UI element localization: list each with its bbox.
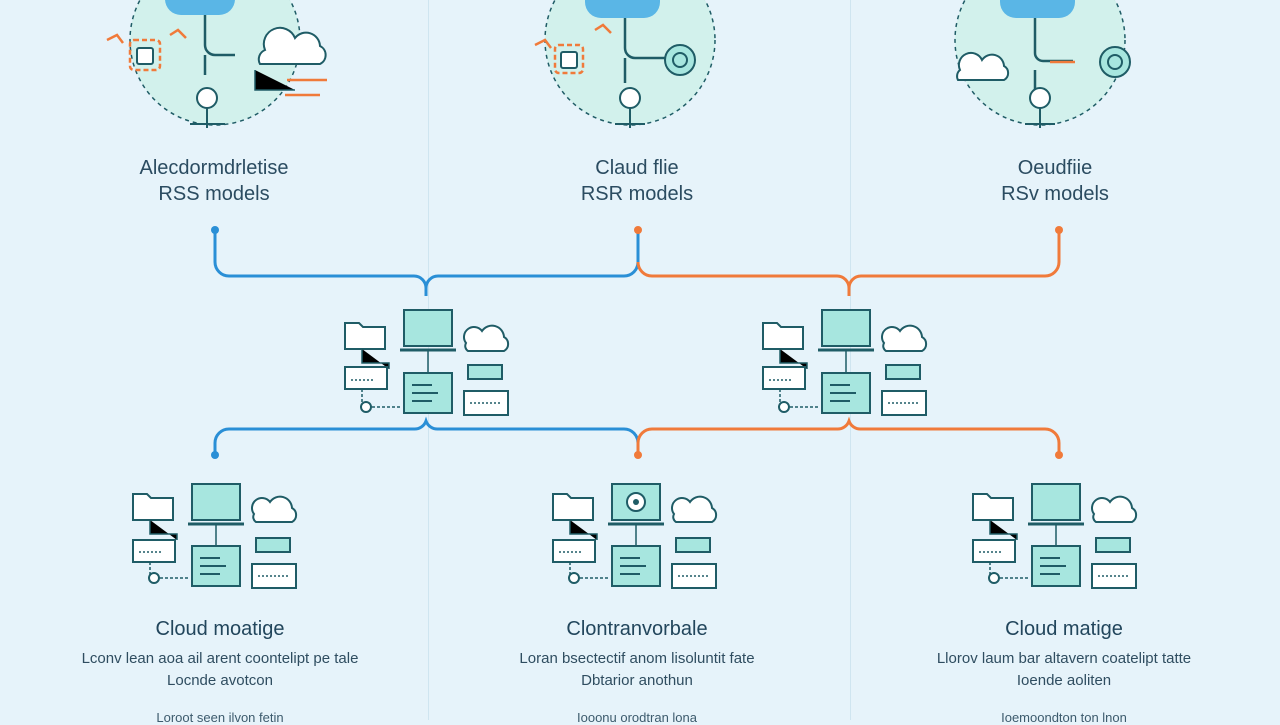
node-icon	[360, 401, 372, 413]
globe-network-icon	[106, 0, 327, 128]
card-description: Lconv lean aoa ail arent coontelipt pe t…	[40, 648, 400, 692]
folder-icon	[344, 322, 386, 350]
card-footer: Ioemoondton ton lnon	[1001, 710, 1127, 725]
server-icon	[403, 372, 453, 414]
folder-icon	[552, 493, 594, 521]
card-footer: Iooonu orodtran lona	[577, 710, 697, 725]
top-model-heading: Claud flie RSR models	[507, 155, 767, 207]
card-description-line2: Dbtarior anothun	[581, 672, 693, 689]
monitor-icon	[188, 483, 244, 526]
top-model-line1: Alecdormdrletise	[139, 157, 289, 179]
card-title: Clontranvorbale	[566, 618, 708, 640]
server-icon	[611, 545, 661, 587]
card-description-line2: Locnde avotcon	[167, 672, 273, 689]
column-divider	[850, 0, 851, 720]
globe-network-icon	[954, 0, 1131, 128]
top-model-line1: Oeudfiie	[1017, 157, 1093, 179]
top-model-line2: RSS models	[158, 183, 270, 205]
network-cluster-icon	[344, 309, 510, 416]
folder-icon	[762, 322, 804, 350]
top-model-line2: RSv models	[1001, 183, 1109, 205]
network-cluster-icon	[972, 483, 1138, 589]
folder-icon	[132, 493, 174, 521]
node-icon	[148, 572, 160, 584]
card-description-line1: Loran bsectectif anom lisoluntit fate	[519, 650, 755, 667]
monitor-icon	[818, 309, 874, 352]
monitor-icon	[1028, 483, 1084, 526]
card-title: Cloud moatige	[155, 618, 285, 640]
node-icon	[778, 401, 790, 413]
node-icon	[988, 572, 1000, 584]
globe-network-icon	[534, 0, 716, 128]
top-model-heading: Oeudfiie RSv models	[925, 155, 1185, 207]
card-description: Loran bsectectif anom lisoluntit fate Db…	[457, 648, 817, 692]
server-icon	[191, 545, 241, 587]
card-footer: Loroot seen ilvon fetin	[156, 710, 284, 725]
server-icon	[1031, 545, 1081, 587]
folder-icon	[972, 493, 1014, 521]
top-model-line1: Claud flie	[595, 157, 679, 179]
card-title: Cloud matige	[1005, 618, 1123, 640]
cloud-icon	[881, 324, 928, 352]
card-description-line1: Lconv lean aoa ail arent coontelipt pe t…	[81, 650, 359, 667]
top-model-line2: RSR models	[580, 183, 694, 205]
cloud-icon	[251, 495, 298, 523]
cloud-icon	[463, 324, 510, 352]
card-description-line1: Llorov laum bar altavern coatelipt tatte	[936, 650, 1192, 667]
network-cluster-icon	[552, 483, 718, 589]
cloud-icon	[671, 495, 718, 523]
cloud-icon	[1091, 495, 1138, 523]
node-icon	[568, 572, 580, 584]
network-cluster-icon	[762, 309, 928, 416]
server-icon	[821, 372, 871, 414]
monitor-icon	[608, 483, 664, 526]
network-cluster-icon	[132, 483, 298, 589]
top-model-heading: Alecdormdrletise RSS models	[84, 155, 344, 207]
monitor-icon	[400, 309, 456, 352]
card-description-line2: Ioende aoliten	[1016, 672, 1112, 689]
card-description: Llorov laum bar altavern coatelipt tatte…	[884, 648, 1244, 692]
